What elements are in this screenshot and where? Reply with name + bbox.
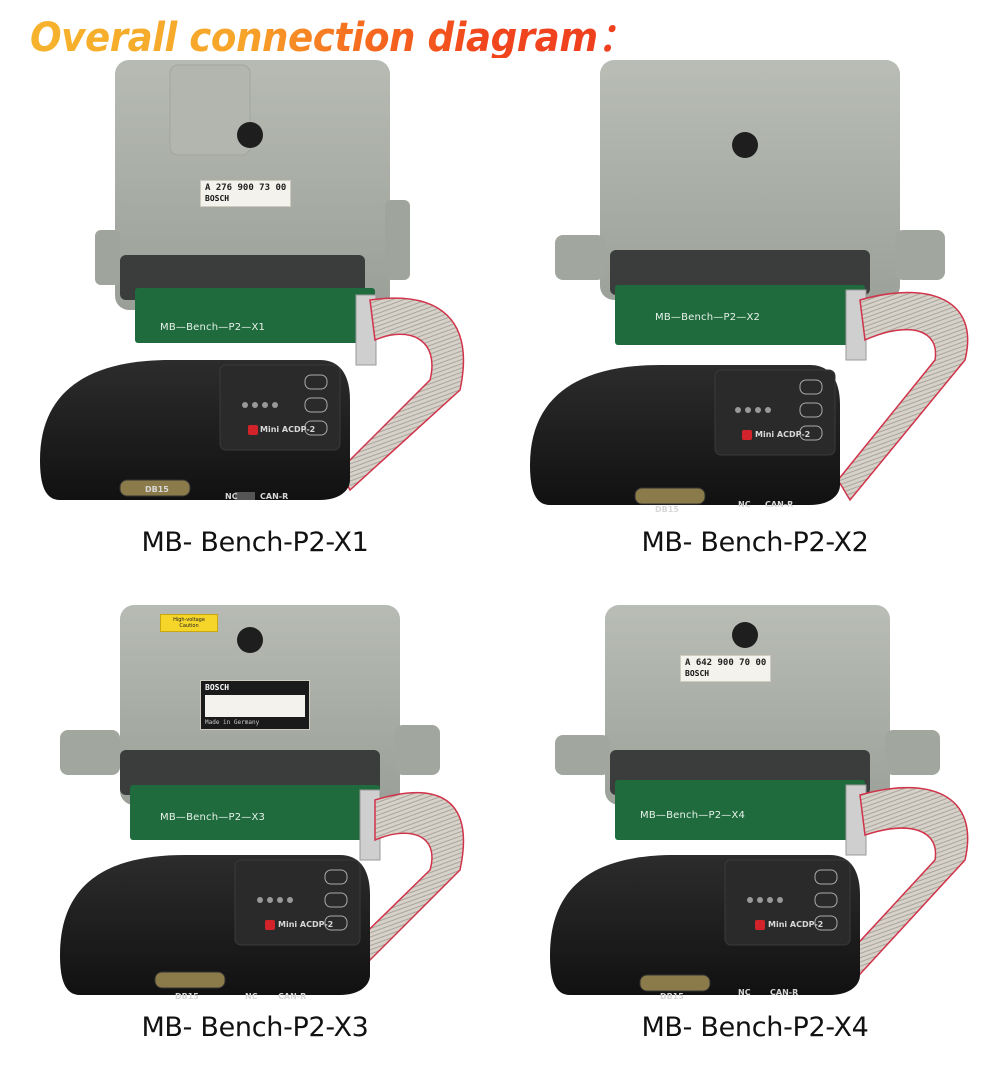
- mini-acdp-device: [530, 365, 840, 505]
- db15-port-label: DB15: [655, 505, 679, 514]
- ecu-connection-illustration: [550, 605, 969, 995]
- switch-can-label: CAN-R: [770, 988, 799, 997]
- panel-caption: MB- Bench-P2-X4: [641, 1012, 869, 1043]
- ecu-connection-illustration: [40, 60, 465, 500]
- ribbon-cable: [837, 786, 969, 987]
- adapter-board: [135, 288, 375, 343]
- panel-x3: High-voltage Caution BOSCH Made in Germa…: [20, 600, 490, 1070]
- ecu-sticker: BOSCH Made in Germany: [200, 680, 310, 730]
- ecu-unit: [555, 60, 945, 300]
- device-model-label: Mini ACDP-2: [260, 425, 316, 434]
- db15-port-label: DB15: [660, 992, 684, 1001]
- panel-caption: MB- Bench-P2-X3: [141, 1012, 369, 1043]
- switch-nc-label: NC: [738, 500, 751, 509]
- db15-port-label: DB15: [145, 485, 169, 494]
- adapter-board-label: MB—Bench—P2—X1: [160, 322, 266, 333]
- ribbon-cable: [339, 297, 465, 492]
- mini-acdp-device: [550, 855, 860, 995]
- switch-nc-label: NC: [225, 492, 238, 501]
- adapter-board: [615, 780, 865, 840]
- switch-can-label: CAN-R: [278, 992, 307, 1001]
- device-model-label: Mini ACDP-2: [768, 920, 824, 929]
- mini-acdp-device: [40, 360, 350, 500]
- ecu-connection-illustration: [60, 605, 465, 995]
- adapter-board-label: MB—Bench—P2—X3: [160, 812, 266, 823]
- panel-caption: MB- Bench-P2-X1: [141, 527, 369, 558]
- panel-x4: A 642 900 70 00 BOSCH MB—Bench—P2—X4 Min…: [520, 600, 990, 1070]
- device-model-label: Mini ACDP-2: [755, 430, 811, 439]
- ecu-sticker: A 276 900 73 00 BOSCH: [200, 180, 292, 208]
- ecu-unit: [555, 605, 940, 805]
- switch-nc-label: NC: [245, 992, 258, 1001]
- db15-port-label: DB15: [175, 992, 199, 1001]
- panel-x1: A 276 900 73 00 BOSCH MB—Bench—P2—X1 Min…: [20, 60, 490, 560]
- ribbon-cable: [837, 291, 969, 502]
- warning-sticker: High-voltage Caution: [160, 614, 218, 632]
- device-model-label: Mini ACDP-2: [278, 920, 334, 929]
- switch-can-label: CAN-R: [765, 500, 794, 509]
- ecu-sticker: A 642 900 70 00 BOSCH: [680, 655, 772, 683]
- mini-acdp-device: [60, 855, 370, 995]
- ecu-connection-illustration: [530, 60, 969, 505]
- page-title: Overall connection diagram：: [30, 15, 635, 61]
- adapter-board-label: MB—Bench—P2—X2: [655, 312, 761, 323]
- adapter-board: [615, 285, 865, 345]
- panel-x2: MB—Bench—P2—X2 Mini ACDP-2 DB15 NC CAN-R…: [520, 60, 990, 560]
- switch-nc-label: NC: [738, 988, 751, 997]
- adapter-board: [130, 785, 380, 840]
- panel-caption: MB- Bench-P2-X2: [641, 527, 869, 558]
- adapter-board-label: MB—Bench—P2—X4: [640, 810, 746, 821]
- switch-can-label: CAN-R: [260, 492, 289, 501]
